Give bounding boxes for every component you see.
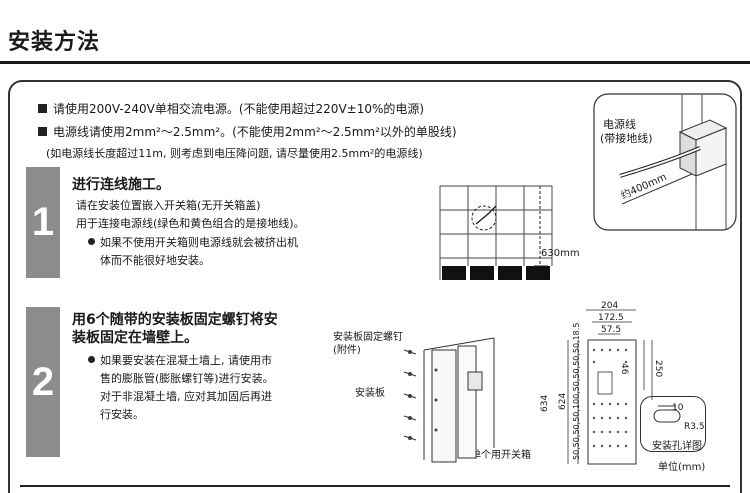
step1-text-2: 用于连接电源线(绿色和黄色组合的是接地线)。 <box>76 217 305 230</box>
dim-172-5: 172.5 <box>598 313 624 323</box>
screw-label: 安装板固定螺钉 <box>333 332 403 343</box>
step2-bullet-text: 如果要安装在混凝土墙上, 请使用市 <box>100 354 272 367</box>
dim-10: 10 <box>672 403 684 413</box>
note-cable: 电源线请使用2mm²～2.5mm²。(不能使用2mm²～2.5mm²以外的单股线… <box>38 123 457 140</box>
height-630-label: 630mm <box>541 248 580 259</box>
step-number-2: 2 <box>26 307 60 457</box>
cable-ground-label: (带接地线) <box>600 132 653 145</box>
round-bullet-icon <box>88 356 95 363</box>
step2-text-1: 对于非混凝土墙, 应对其加固后再进 <box>100 390 272 403</box>
hole-detail-label: 安装孔详图 <box>652 441 702 452</box>
dim-57-5: 57.5 <box>601 325 622 335</box>
dim-624: 624 <box>558 392 568 410</box>
step2-heading-1: 用6个随带的安装板固定螺钉将安 <box>72 312 278 328</box>
step-number-1: 1 <box>26 167 60 278</box>
square-bullet-icon <box>38 104 47 113</box>
step2-bullet: 如果要安装在混凝土墙上, 请使用市 <box>88 352 272 368</box>
step1-heading: 进行连线施工。 <box>72 177 170 193</box>
round-bullet-icon <box>88 238 95 245</box>
bottom-divider <box>20 485 730 487</box>
step2-bullet-cont: 售的膨胀管(膨胀螺钉等)进行安装。 <box>100 372 274 385</box>
plate-label: 安装板 <box>355 388 385 399</box>
hole-detail-figure <box>653 405 681 423</box>
hole-detail-frame <box>640 396 706 452</box>
note-voltage: 请使用200V-240V单相交流电源。(不能使用超过220V±10%的电源) <box>38 100 424 117</box>
page-title: 安装方法 <box>8 30 101 55</box>
dim-46: 46 <box>619 363 629 375</box>
step2-heading-2: 装板固定在墙壁上。 <box>72 330 198 346</box>
note-cable-text: 电源线请使用2mm²～2.5mm²。(不能使用2mm²～2.5mm²以外的单股线… <box>53 125 457 139</box>
content-panel <box>8 80 742 493</box>
square-bullet-icon <box>38 127 47 136</box>
cable-figure <box>593 93 737 231</box>
switch-box-label: 单个用开关箱 <box>471 450 531 461</box>
unit-label: 单位(mm) <box>658 462 706 473</box>
step1-bullet: 如果不使用开关箱则电源线就会被挤出机 <box>88 234 298 250</box>
dim-634: 634 <box>540 394 550 412</box>
note-voltage-text: 请使用200V-240V单相交流电源。(不能使用超过220V±10%的电源) <box>53 102 425 116</box>
screw-accessory-label: (附件) <box>333 345 361 356</box>
dim-250: 250 <box>653 360 663 378</box>
title-divider <box>0 61 750 64</box>
cable-label: 电源线 <box>603 118 636 131</box>
note-length: (如电源线长度超过11m, 则考虑到电压降问题, 请尽量使用2.5mm²的电源线… <box>46 147 423 160</box>
step1-bullet-text: 如果不使用开关箱则电源线就会被挤出机 <box>100 236 298 249</box>
step2-text-2: 行安装。 <box>100 408 144 421</box>
step1-text-1: 请在安装位置嵌入开关箱(无开关箱盖) <box>76 199 261 212</box>
step1-bullet-cont: 体而不能很好地安装。 <box>100 254 210 267</box>
mounting-plate-figure <box>403 337 495 463</box>
dim-204: 204 <box>601 301 619 311</box>
dim-column-spacing: 50,50,50,50,100,50,50,50,50,18.5 <box>572 322 581 460</box>
wall-grid-figure <box>439 185 553 280</box>
dim-r3-5: R3.5 <box>684 422 705 432</box>
dimension-drawing <box>567 309 653 465</box>
